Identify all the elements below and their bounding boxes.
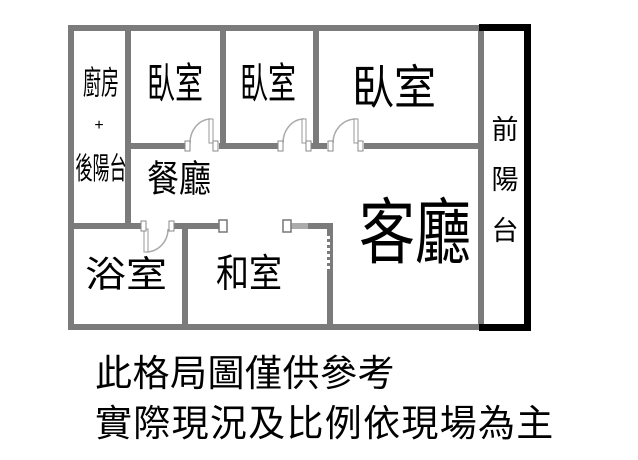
room-labels: 廚房 + 後陽台 臥室 臥室 臥室 餐廳 客廳 浴室 和室 前 陽 台 [76, 60, 519, 295]
label-living: 客廳 [359, 193, 471, 273]
opening-post-tatami-left [218, 219, 228, 233]
wall-hatch-marks [327, 236, 330, 269]
door-jamb-bedroom3-left [327, 140, 334, 152]
door-jamb-bedroom1-left [184, 140, 191, 152]
wall-bedroom1-bottom-left [131, 143, 185, 149]
door-swing-arc-bedroom1 [189, 118, 212, 144]
door-swing-arc-bedroom3 [332, 118, 357, 144]
label-bedroom1: 臥室 [147, 60, 203, 107]
door-jamb-bathroom-right [168, 220, 175, 232]
label-dining: 餐廳 [147, 160, 211, 201]
wall-outer-left [68, 25, 74, 330]
walls-gray [68, 25, 484, 330]
door-swing-arc-bedroom2 [282, 118, 305, 144]
wall-bathroom-tatami-divider [182, 229, 188, 324]
door-leaf-bathroom [143, 228, 149, 253]
door-leaf-bedroom3 [353, 118, 359, 144]
door-jamb-bathroom-left [140, 220, 147, 232]
label-kitchen-line2: 後陽台 [76, 152, 127, 187]
disclaimer: 此格局圖僅供參考 實際現況及比例依現場為主 [95, 353, 555, 444]
wall-balcony-bottom [479, 324, 531, 331]
disclaimer-line2: 實際現況及比例依現場為主 [95, 403, 555, 444]
door-leaf-bedroom1 [208, 118, 214, 144]
label-front-balcony-char2: 陽 [492, 165, 519, 195]
doors [140, 118, 364, 253]
label-bathroom: 浴室 [85, 255, 167, 295]
wall-bedroom1-2-divider [220, 25, 226, 149]
wall-tatami-right [327, 229, 333, 324]
door-jamb-bedroom1-right [212, 140, 219, 152]
wall-bedroom2-3-divider [313, 25, 319, 149]
door-jamb-bedroom2-right [305, 140, 312, 152]
wall-outer-bottom [68, 324, 481, 330]
wall-kitchen-right [125, 25, 131, 229]
door-leaf-bedroom2 [301, 118, 307, 144]
label-kitchen-line1: 廚房 [83, 64, 119, 101]
wall-balcony-divider [478, 25, 484, 330]
wall-tatami-top-left [174, 223, 220, 229]
wall-tatami-top-light [291, 223, 308, 229]
label-front-balcony-char3: 台 [492, 216, 519, 246]
label-front-balcony-char1: 前 [492, 115, 519, 145]
walls-black-balcony [479, 24, 531, 331]
wall-bedroom2-bottom-left [219, 143, 278, 149]
wall-bedroom3-bottom-right [364, 143, 478, 149]
label-tatami: 和室 [216, 252, 282, 296]
disclaimer-line1: 此格局圖僅供參考 [95, 353, 395, 394]
wall-bedroom3-bottom-left [311, 143, 327, 149]
wall-balcony-right [524, 24, 531, 331]
wall-outer-top [68, 25, 481, 31]
label-bedroom2: 臥室 [240, 60, 296, 107]
door-swing-arc-bathroom [145, 228, 169, 253]
door-jamb-bedroom3-right [357, 140, 364, 152]
wall-bathroom-top-left [68, 223, 141, 229]
opening-post-tatami-right [282, 219, 292, 233]
label-kitchen-plus: + [94, 117, 103, 134]
door-jamb-bedroom2-left [277, 140, 284, 152]
wall-balcony-top [479, 24, 531, 31]
wall-tatami-top-right [308, 223, 333, 229]
label-bedroom3: 臥室 [352, 63, 436, 115]
